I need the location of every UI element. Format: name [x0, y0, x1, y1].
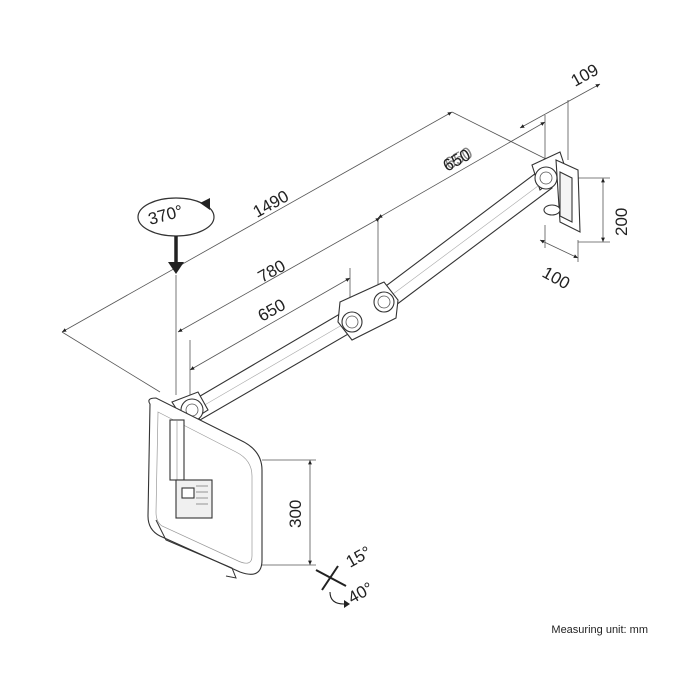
label-1490: 1490	[250, 187, 292, 222]
label-100: 100	[539, 263, 573, 293]
dimension-line-650-lower	[189, 277, 351, 371]
label-300: 300	[286, 500, 305, 528]
dimension-line-100	[539, 239, 579, 259]
label-15-tilt: 15°	[343, 542, 375, 571]
upper-arm	[377, 169, 553, 309]
lower-arm	[189, 307, 363, 421]
dimension-line-109	[519, 83, 601, 129]
wall-mount	[543, 159, 581, 233]
label-40-tilt: 40°	[345, 578, 377, 607]
label-780: 780	[255, 256, 289, 286]
middle-joint	[337, 281, 399, 341]
label-370-rotation: 370°	[146, 201, 185, 228]
monitor-screen	[147, 397, 263, 579]
tilt-symbol: 15° 40°	[315, 542, 377, 608]
label-650-lower: 650	[255, 295, 289, 325]
measuring-unit-note: Measuring unit: mm	[551, 624, 648, 636]
dimension-line-650-upper	[377, 121, 546, 219]
extension-line	[61, 331, 161, 393]
label-200: 200	[612, 208, 631, 236]
rotation-symbol: 370°	[137, 197, 215, 274]
